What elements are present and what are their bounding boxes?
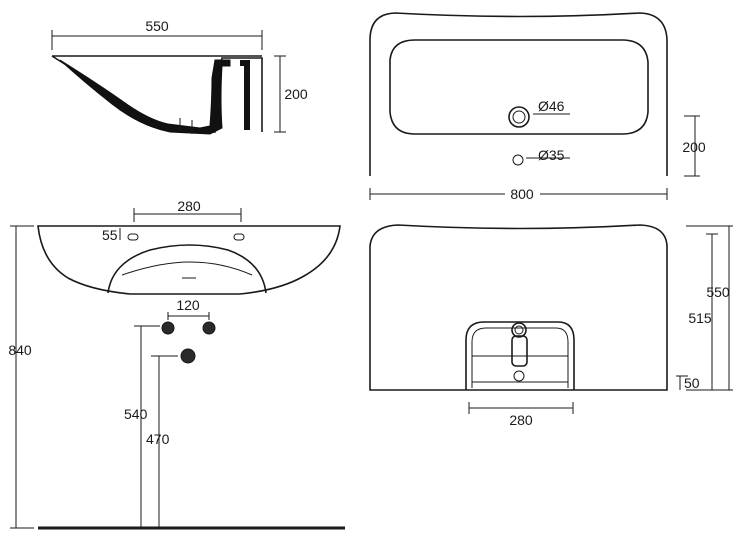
dim-top-depth: 200 (682, 139, 706, 155)
front-elevation-view: 280 55 120 840 540 470 (8, 198, 345, 530)
dim-side-height: 200 (284, 86, 308, 102)
dim-rear-bracket-spacing: 280 (509, 412, 533, 428)
rear-tap-body (511, 335, 528, 367)
waste-outlet (180, 348, 196, 364)
dim-supply-height: 540 (124, 406, 148, 422)
dim-waste-height: 470 (146, 431, 170, 447)
top-plan-view: Ø46 Ø35 800 200 (369, 12, 706, 202)
dim-overflow-hole: Ø35 (538, 147, 565, 163)
dim-front-fixing-spacing: 280 (177, 198, 201, 214)
rear-elevation-view: 280 550 515 50 (369, 224, 733, 428)
overflow-hole-circle (512, 154, 524, 166)
dim-rear-bottom-offset: 50 (684, 375, 700, 391)
dim-front-fixing-height: 55 (102, 227, 118, 243)
dim-side-width: 550 (145, 18, 169, 34)
dim-top-width: 800 (510, 186, 534, 202)
dim-total-height: 840 (8, 342, 32, 358)
dim-rear-height-outer: 550 (706, 284, 730, 300)
dim-tap-hole: Ø46 (538, 98, 565, 114)
fixing-hole-right (233, 233, 245, 241)
tap-hole-circle (508, 106, 530, 128)
dim-rear-height-inner: 515 (688, 310, 712, 326)
fixing-hole-left (127, 233, 139, 241)
supply-valve-left (161, 321, 175, 335)
supply-valve-right (202, 321, 216, 335)
side-section-view: 550 200 (51, 18, 308, 135)
dim-supply-spacing: 120 (176, 297, 200, 313)
